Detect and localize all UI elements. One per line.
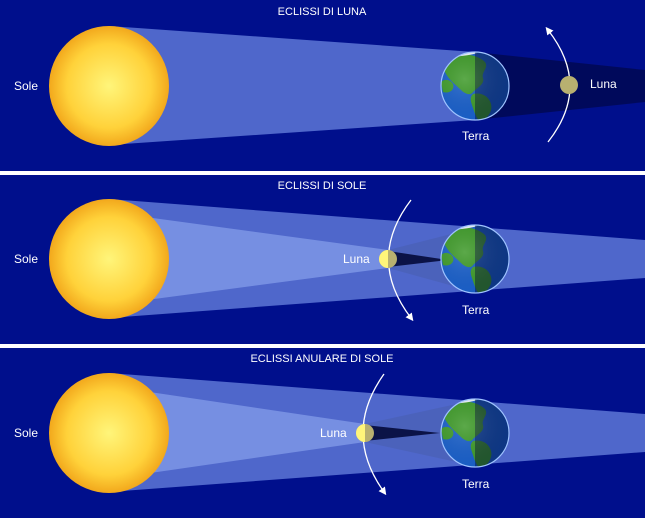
panel-solar-eclipse: ECLISSI DI SOLE Sole Terra Luna (0, 175, 645, 344)
moon-label: Luna (320, 426, 347, 440)
panel-title: ECLISSI DI LUNA (278, 6, 367, 18)
earth-label: Terra (462, 129, 490, 143)
moon-label: Luna (343, 252, 370, 266)
earth-label: Terra (462, 477, 490, 491)
earth-label: Terra (462, 303, 490, 317)
panel-title: ECLISSI ANULARE DI SOLE (250, 353, 393, 365)
panel-title: ECLISSI DI SOLE (278, 180, 367, 192)
sunlight-beam (109, 199, 645, 318)
panel-lunar-eclipse: ECLISSI DI LUNA Sole Terra Luna (0, 0, 645, 171)
moon-lit-side (379, 250, 388, 268)
sun-label: Sole (14, 426, 38, 440)
panel-separator (0, 171, 645, 175)
moon-label: Luna (590, 77, 617, 91)
panel-annular-eclipse: ECLISSI ANULARE DI SOLE Sole Terra Luna (0, 348, 645, 518)
sun-label: Sole (14, 252, 38, 266)
sunlight-beam (109, 26, 475, 145)
sun (49, 373, 169, 493)
panel-separator (0, 344, 645, 348)
moon-umbra (388, 251, 448, 267)
sunlight-beam-inner (109, 386, 365, 479)
sunlight-beam-inner (109, 212, 388, 305)
sun-label: Sole (14, 79, 38, 93)
moon (560, 76, 578, 94)
moon-lit-side (356, 424, 365, 442)
moon-umbra (365, 425, 440, 441)
sun (49, 199, 169, 319)
sun (49, 26, 169, 146)
earth-shadow-cone (475, 52, 645, 120)
